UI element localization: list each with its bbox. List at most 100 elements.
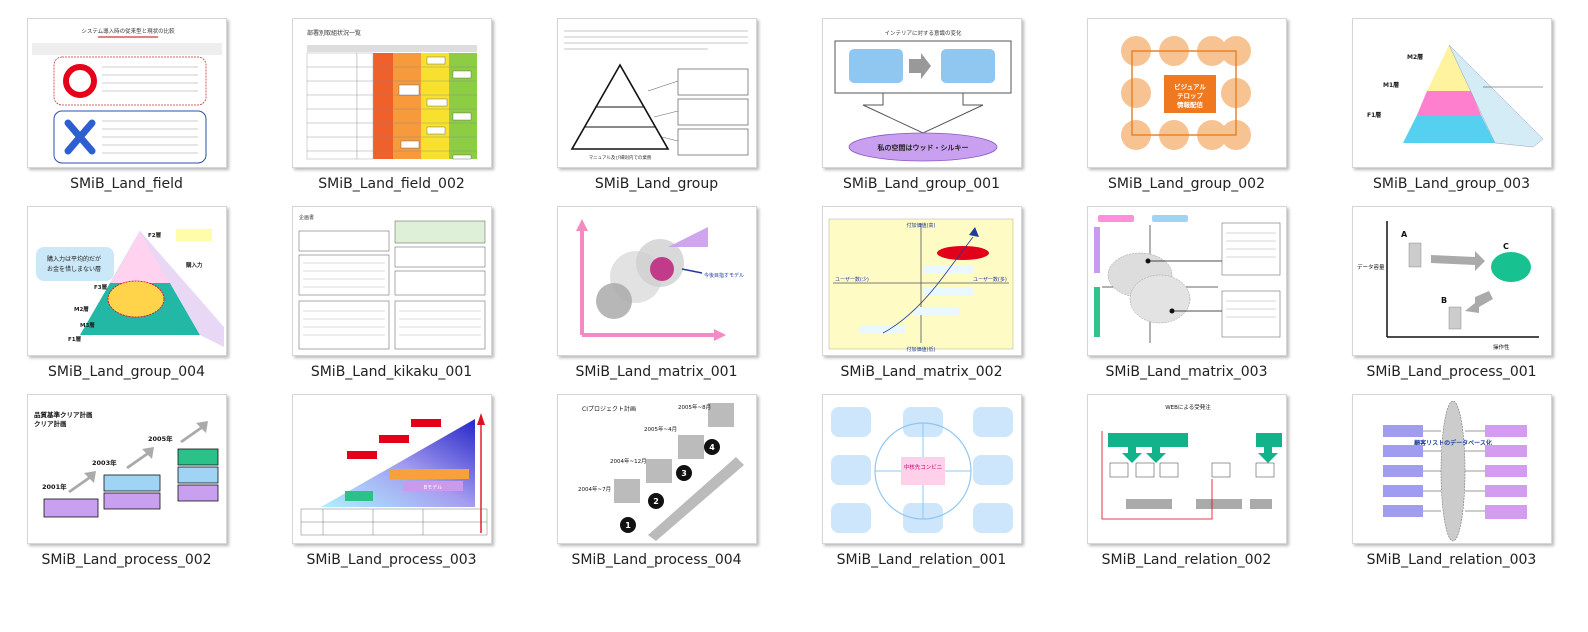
file-item[interactable]: 購入力は平均的だが お金を惜しまない層 F2層 F3層 M2層 M3層 F1層 … xyxy=(0,188,265,380)
file-item[interactable]: マニュアル及び細則内での業務 SMiB_Land_group xyxy=(530,0,795,192)
file-name[interactable]: SMiB_Land_kikaku_001 xyxy=(310,364,473,380)
file-name[interactable]: SMiB_Land_process_001 xyxy=(1366,364,1537,380)
svg-text:テロップ: テロップ xyxy=(1177,91,1204,100)
slide-thumbnail[interactable]: 中核先コンビニ xyxy=(822,394,1022,544)
slide-thumbnail[interactable]: マニュアル及び細則内での業務 xyxy=(557,18,757,168)
slide-thumbnail[interactable]: インテリアに対する意識の変化 私の空間はウッド・シルキー xyxy=(822,18,1022,168)
file-name[interactable]: SMiB_Land_relation_001 xyxy=(836,552,1007,568)
file-item[interactable]: WEBによる受発注 SMiB_Land_relation_002 xyxy=(1060,376,1325,568)
file-item[interactable]: 品質基準クリア計画 クリア計画 2001年 2003年 2005年 SMiB_L… xyxy=(0,376,265,568)
svg-text:WEBによる受発注: WEBによる受発注 xyxy=(1165,403,1211,411)
svg-text:付加価値(低): 付加価値(低) xyxy=(907,346,936,353)
file-name[interactable]: SMiB_Land_process_003 xyxy=(306,552,477,568)
svg-text:ユーザー数(多): ユーザー数(多) xyxy=(973,276,1007,283)
svg-text:企画書: 企画書 xyxy=(299,214,314,221)
file-name[interactable]: SMiB_Land_relation_003 xyxy=(1366,552,1537,568)
file-item[interactable]: 付加価値(高) 付加価値(低) ユーザー数(少) ユーザー数(多) SMiB_L… xyxy=(795,188,1060,380)
svg-text:インテリアに対する意識の変化: インテリアに対する意識の変化 xyxy=(884,29,962,37)
slide-thumbnail[interactable]: 品質基準クリア計画 クリア計画 2001年 2003年 2005年 xyxy=(27,394,227,544)
svg-text:1: 1 xyxy=(625,521,631,530)
svg-text:お金を惜しまない層: お金を惜しまない層 xyxy=(47,265,101,273)
svg-text:購入力は平均的だが: 購入力は平均的だが xyxy=(47,255,101,263)
svg-text:私の空間はウッド・シルキー: 私の空間はウッド・シルキー xyxy=(877,143,969,152)
slide-thumbnail[interactable]: 部署別取組状況一覧 xyxy=(292,18,492,168)
file-item[interactable]: CIプロジェクト計画 1 2 3 4 2004年~7月 2004年~12月 20… xyxy=(530,376,795,568)
svg-text:部署別取組状況一覧: 部署別取組状況一覧 xyxy=(307,29,361,37)
svg-text:2003年: 2003年 xyxy=(92,458,117,467)
svg-text:2: 2 xyxy=(653,497,659,506)
slide-thumbnail[interactable]: 企画書 xyxy=(292,206,492,356)
svg-text:CIプロジェクト計画: CIプロジェクト計画 xyxy=(582,405,636,413)
file-item[interactable]: 顧客リストのデータベース化 SMiB_Land_relation_003 xyxy=(1325,376,1588,568)
slide-thumbnail[interactable]: データ容量 操作性 A B C xyxy=(1352,206,1552,356)
svg-text:付加価値(高): 付加価値(高) xyxy=(907,222,936,229)
file-name[interactable]: SMiB_Land_matrix_002 xyxy=(840,364,1003,380)
svg-text:情報配信: 情報配信 xyxy=(1177,100,1204,109)
svg-text:ユーザー数(少): ユーザー数(少) xyxy=(835,276,869,283)
svg-text:顧客リストのデータベース化: 顧客リストのデータベース化 xyxy=(1414,439,1492,447)
svg-text:F1層: F1層 xyxy=(68,335,81,343)
file-item[interactable]: データ容量 操作性 A B C SMiB_Land_process_001 xyxy=(1325,188,1588,380)
svg-text:2004年~7月: 2004年~7月 xyxy=(578,485,611,493)
file-name[interactable]: SMiB_Land_matrix_003 xyxy=(1105,364,1268,380)
file-item[interactable]: 中核先コンビニ SMiB_Land_relation_001 xyxy=(795,376,1060,568)
slide-thumbnail[interactable]: 購入力は平均的だが お金を惜しまない層 F2層 F3層 M2層 M3層 F1層 … xyxy=(27,206,227,356)
svg-text:2005年~4月: 2005年~4月 xyxy=(644,425,677,433)
svg-text:2001年: 2001年 xyxy=(42,482,67,491)
svg-text:ビジュアル: ビジュアル xyxy=(1174,82,1206,91)
svg-text:2004年~12月: 2004年~12月 xyxy=(610,457,647,465)
svg-text:データ容量: データ容量 xyxy=(1357,263,1385,271)
file-item[interactable]: M2層 M1層 F1層 SMiB_Land_group_003 xyxy=(1325,0,1588,192)
slide-thumbnail[interactable]: WEBによる受発注 xyxy=(1087,394,1287,544)
svg-text:A: A xyxy=(1401,230,1408,239)
svg-text:F1層: F1層 xyxy=(1367,111,1381,119)
file-name[interactable]: SMiB_Land_relation_002 xyxy=(1101,552,1272,568)
svg-text:今後目指すモデル: 今後目指すモデル xyxy=(704,272,744,279)
svg-text:M1層: M1層 xyxy=(1383,81,1399,89)
slide-thumbnail[interactable]: 今後目指すモデル xyxy=(557,206,757,356)
svg-text:操作性: 操作性 xyxy=(1493,343,1510,351)
file-name[interactable]: SMiB_Land_process_002 xyxy=(41,552,212,568)
file-item[interactable]: ビジュアル テロップ 情報配信 SMiB_Land_group_002 xyxy=(1060,0,1325,192)
file-name[interactable]: SMiB_Land_field_002 xyxy=(318,176,465,192)
file-name[interactable]: SMiB_Land_group_004 xyxy=(48,364,205,380)
file-name[interactable]: SMiB_Land_group_002 xyxy=(1108,176,1265,192)
svg-text:F2層: F2層 xyxy=(148,231,161,239)
file-item[interactable]: 企画書 SMiB_Land_kikaku_001 xyxy=(265,188,530,380)
svg-text:M3層: M3層 xyxy=(80,321,95,329)
file-name[interactable]: SMiB_Land_group_003 xyxy=(1373,176,1530,192)
svg-text:中核先コンビニ: 中核先コンビニ xyxy=(904,463,943,471)
file-item[interactable]: SMiB_Land_matrix_003 xyxy=(1060,188,1325,380)
slide-thumbnail[interactable]: 顧客リストのデータベース化 xyxy=(1352,394,1552,544)
svg-text:F3層: F3層 xyxy=(94,283,107,291)
svg-text:システム導入時の従来型と現状の比較: システム導入時の従来型と現状の比較 xyxy=(81,27,175,35)
file-name[interactable]: SMiB_Land_field xyxy=(70,176,183,192)
svg-text:購入力: 購入力 xyxy=(185,261,203,269)
slide-thumbnail[interactable]: ビジュアル テロップ 情報配信 xyxy=(1087,18,1287,168)
svg-text:2005年~8月: 2005年~8月 xyxy=(678,403,711,411)
svg-text:2005年: 2005年 xyxy=(148,434,173,443)
file-item[interactable]: インテリアに対する意識の変化 私の空間はウッド・シルキー SMiB_Land_g… xyxy=(795,0,1060,192)
svg-text:M2層: M2層 xyxy=(74,305,89,313)
slide-thumbnail[interactable]: Bモデル xyxy=(292,394,492,544)
svg-text:Bモデル: Bモデル xyxy=(424,484,442,491)
svg-text:4: 4 xyxy=(709,443,715,452)
slide-thumbnail[interactable]: システム導入時の従来型と現状の比較 xyxy=(27,18,227,168)
file-item[interactable]: 部署別取組状況一覧 SMiB_Land_field_002 xyxy=(265,0,530,192)
file-name[interactable]: SMiB_Land_matrix_001 xyxy=(575,364,738,380)
svg-text:B: B xyxy=(1441,296,1447,305)
svg-text:クリア計画: クリア計画 xyxy=(34,419,67,428)
svg-text:M2層: M2層 xyxy=(1407,53,1423,61)
file-name[interactable]: SMiB_Land_group xyxy=(594,176,719,192)
slide-thumbnail[interactable] xyxy=(1087,206,1287,356)
svg-text:C: C xyxy=(1503,242,1509,251)
slide-thumbnail[interactable]: 付加価値(高) 付加価値(低) ユーザー数(少) ユーザー数(多) xyxy=(822,206,1022,356)
file-item[interactable]: Bモデル SMiB_Land_process_003 xyxy=(265,376,530,568)
file-item[interactable]: 今後目指すモデル SMiB_Land_matrix_001 xyxy=(530,188,795,380)
file-name[interactable]: SMiB_Land_group_001 xyxy=(843,176,1000,192)
slide-thumbnail[interactable]: M2層 M1層 F1層 xyxy=(1352,18,1552,168)
slide-thumbnail[interactable]: CIプロジェクト計画 1 2 3 4 2004年~7月 2004年~12月 20… xyxy=(557,394,757,544)
file-name[interactable]: SMiB_Land_process_004 xyxy=(571,552,742,568)
file-item[interactable]: システム導入時の従来型と現状の比較 SMiB_Land_field xyxy=(0,0,265,192)
